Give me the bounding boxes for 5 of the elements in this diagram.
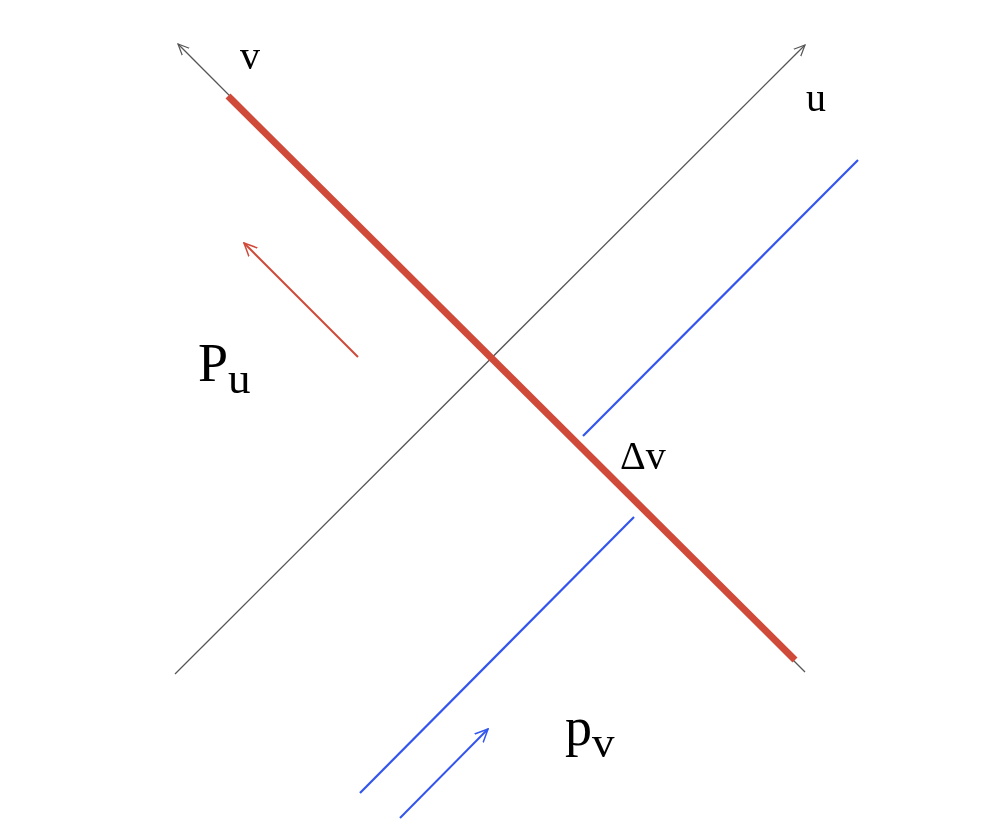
axis-label: v <box>240 36 260 76</box>
axis-label: u <box>806 78 826 118</box>
shift-label: Δv <box>620 436 666 476</box>
momentum-label: P$_{u}$ <box>198 336 251 401</box>
momentum-label: p$_{v}$ <box>565 700 615 765</box>
